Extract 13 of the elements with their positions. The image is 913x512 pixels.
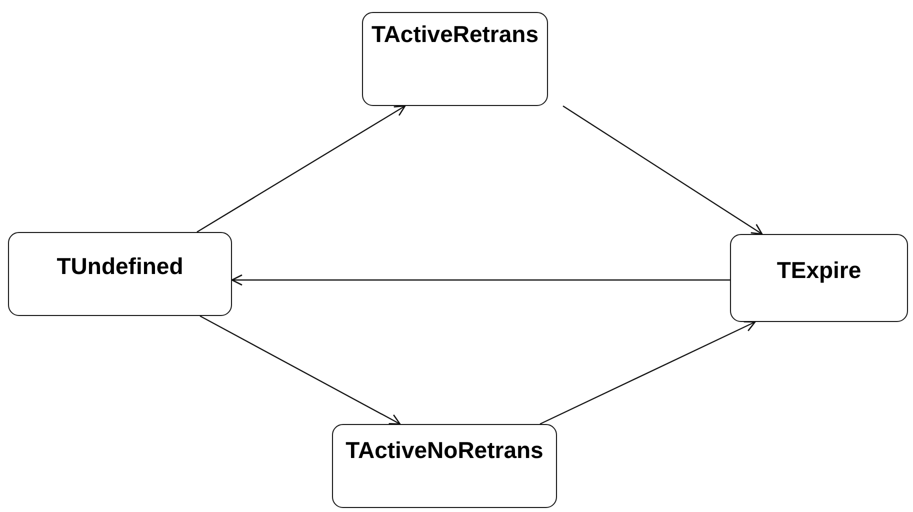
arrow bbox=[562, 106, 763, 235]
state-label: TActiveNoRetrans bbox=[346, 437, 544, 464]
arrow bbox=[196, 105, 406, 233]
arrow bbox=[200, 315, 401, 425]
state-box bbox=[332, 424, 557, 508]
state-label: TExpire bbox=[776, 257, 862, 284]
state-box bbox=[730, 234, 908, 322]
state-box bbox=[362, 12, 548, 106]
arrow bbox=[231, 274, 730, 286]
state-label: TActiveRetrans bbox=[371, 21, 539, 48]
arrow bbox=[540, 321, 756, 425]
state-box bbox=[8, 232, 232, 316]
state-label: TUndefined bbox=[56, 253, 184, 280]
